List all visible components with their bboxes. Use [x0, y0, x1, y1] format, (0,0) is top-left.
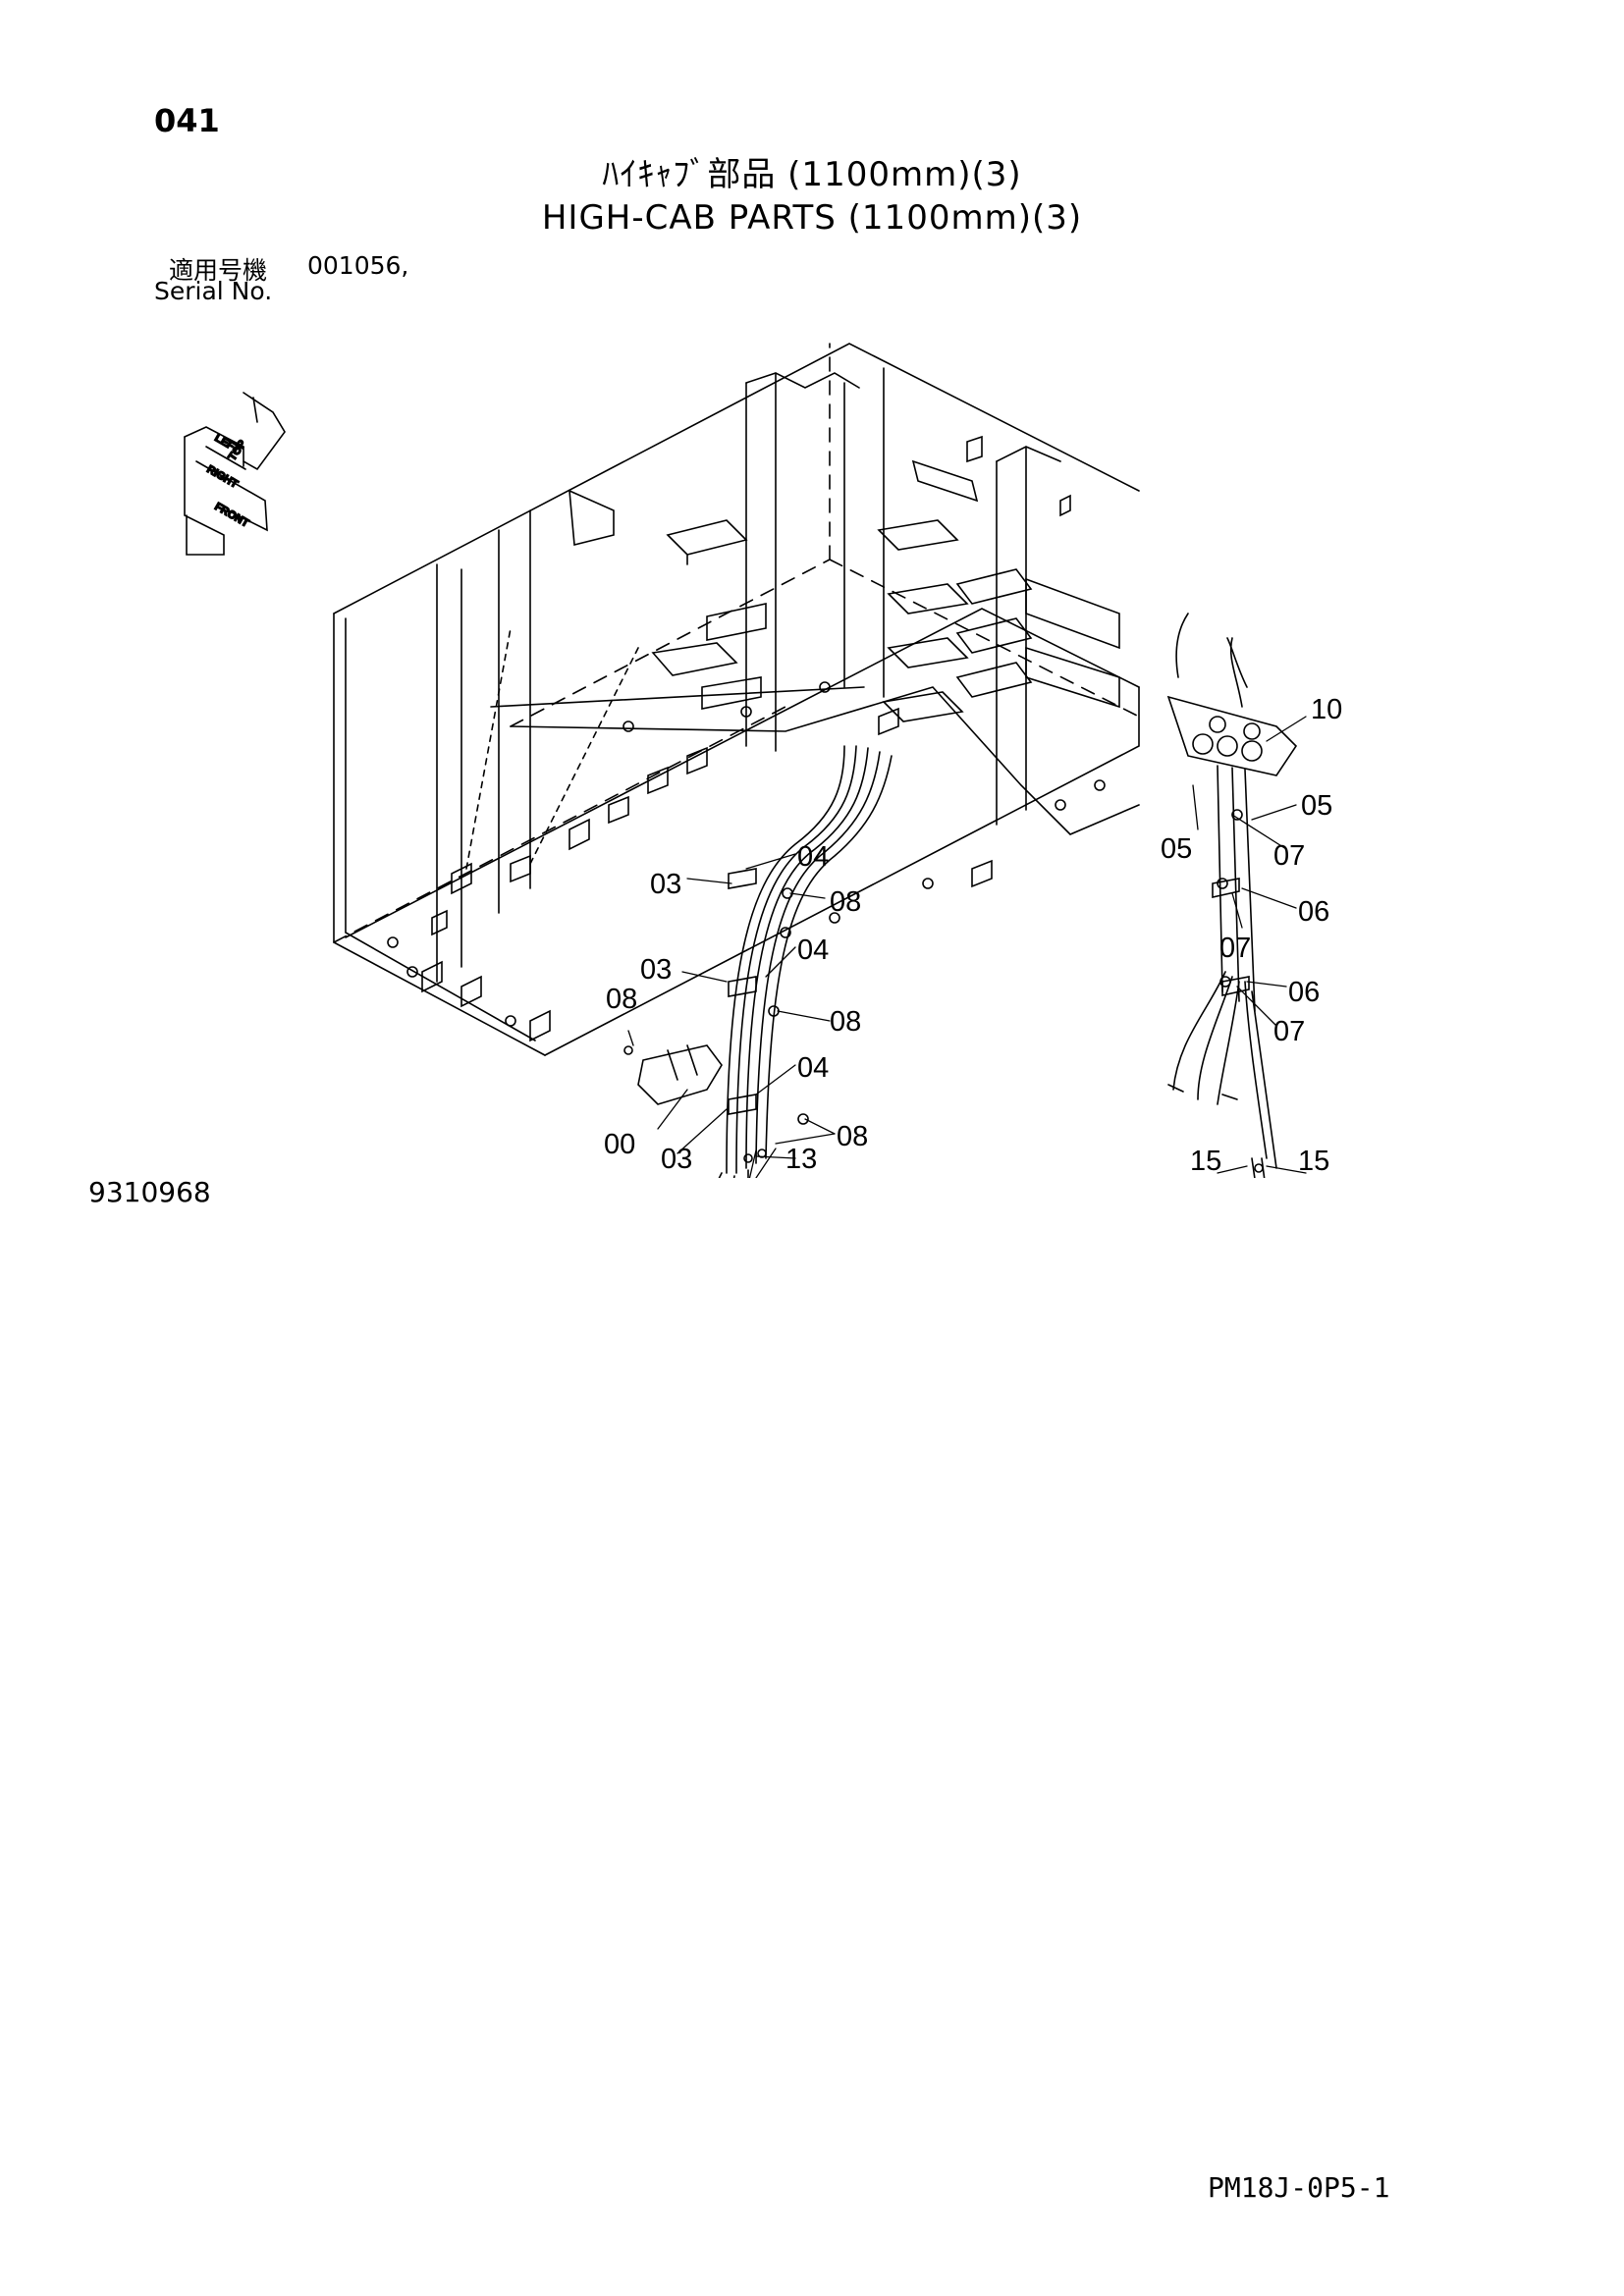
callout-14-left: 14	[1190, 1175, 1221, 1178]
left-harness	[623, 745, 893, 1178]
callout-04-upper: 04	[797, 841, 829, 873]
callout-06-upper: 06	[1298, 896, 1329, 928]
orientation-label-front: FRONT	[213, 501, 251, 529]
callout-08-upper: 08	[830, 886, 861, 918]
title-japanese: ﾊｲｷｬﾌﾞ部品 (1100mm)(3)	[602, 155, 1022, 194]
serial-label-japanese: 適用号機	[169, 256, 268, 285]
figure-number: 9310968	[88, 1176, 211, 1208]
callout-labels: 10 05 05 07 06 07 06 07 04 03 08 04 03 0…	[604, 694, 1342, 1178]
callout-10: 10	[1311, 694, 1342, 725]
callout-08-middle: 08	[830, 1006, 861, 1038]
callout-07-middle: 07	[1219, 933, 1251, 964]
callout-07-lower: 07	[1273, 1016, 1305, 1047]
callout-07-upper: 07	[1273, 840, 1305, 872]
orientation-label-right: RIGHT	[205, 463, 241, 491]
callout-15-left: 15	[1190, 1146, 1221, 1177]
floor-clips	[387, 681, 1106, 1042]
callout-03-upper: 03	[650, 869, 681, 900]
cab-frame	[333, 343, 1140, 1056]
callout-04-lower: 04	[797, 1052, 829, 1084]
callout-13: 13	[785, 1144, 817, 1175]
right-harness	[1166, 613, 1298, 1178]
callout-03-lower: 03	[661, 1144, 692, 1175]
leader-lines	[627, 716, 1307, 1178]
title-english: HIGH-CAB PARTS (1100mm)(3)	[541, 198, 1083, 238]
serial-value: 001056,	[307, 251, 409, 280]
callout-08-left: 08	[606, 984, 637, 1015]
orientation-icon: TOP LEFT RIGHT FRONT	[184, 392, 286, 556]
callout-15-right: 15	[1298, 1146, 1329, 1177]
brackets	[651, 435, 1120, 722]
callout-14-right: 14	[1298, 1177, 1329, 1178]
exploded-parts-diagram: TOP LEFT RIGHT FRONT	[184, 343, 1342, 1178]
callout-03-middle: 03	[640, 954, 672, 986]
page-number: 041	[154, 102, 220, 139]
callout-05-left: 05	[1161, 833, 1192, 865]
callout-00: 00	[604, 1129, 635, 1160]
callout-04-middle: 04	[797, 934, 829, 966]
callout-05-right: 05	[1301, 790, 1332, 822]
serial-label-english: Serial No.	[154, 277, 273, 305]
callout-08-lower: 08	[837, 1121, 868, 1152]
callout-06-lower: 06	[1288, 977, 1320, 1008]
page-code: PM18J-0P5-1	[1208, 2171, 1390, 2204]
cab-pillars	[436, 367, 1061, 983]
